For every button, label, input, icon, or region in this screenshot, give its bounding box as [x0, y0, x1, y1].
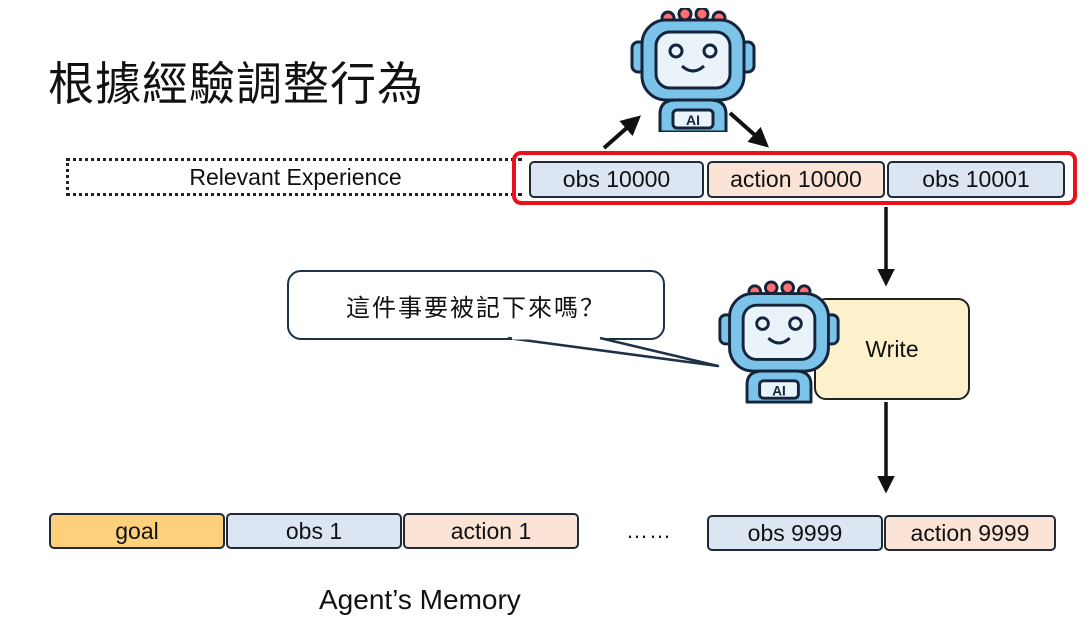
robot-ai-icon: AI: [718, 280, 840, 404]
current-step-highlight: [512, 151, 1077, 205]
memory-obs-1: obs 1: [226, 513, 402, 549]
robot-badge-top: AI: [686, 112, 700, 128]
relevant-experience-box: Relevant Experience: [66, 158, 522, 196]
obs-10000-box: obs 10000: [529, 161, 704, 198]
obs-10001-box: obs 10001: [887, 161, 1065, 198]
page-title: 根據經驗調整行為: [48, 57, 424, 111]
write-box: Write: [814, 298, 970, 400]
memory-action-9999: action 9999: [884, 515, 1056, 551]
memory-action-1: action 1: [403, 513, 579, 549]
agent-to-action-arrow: [728, 111, 769, 148]
memory-ellipsis: ……: [626, 518, 672, 543]
memory-obs-9999: obs 9999: [707, 515, 883, 551]
obs-to-agent-arrow: [602, 115, 641, 150]
robot-ai-icon: AI: [630, 8, 756, 132]
memory-caption: Agent’s Memory: [319, 584, 521, 615]
action-10000-box: action 10000: [707, 161, 885, 198]
speech-bubble: 這件事要被記下來嗎？: [287, 270, 665, 340]
memory-goal: goal: [49, 513, 225, 549]
robot-badge-middle: AI: [772, 383, 786, 398]
